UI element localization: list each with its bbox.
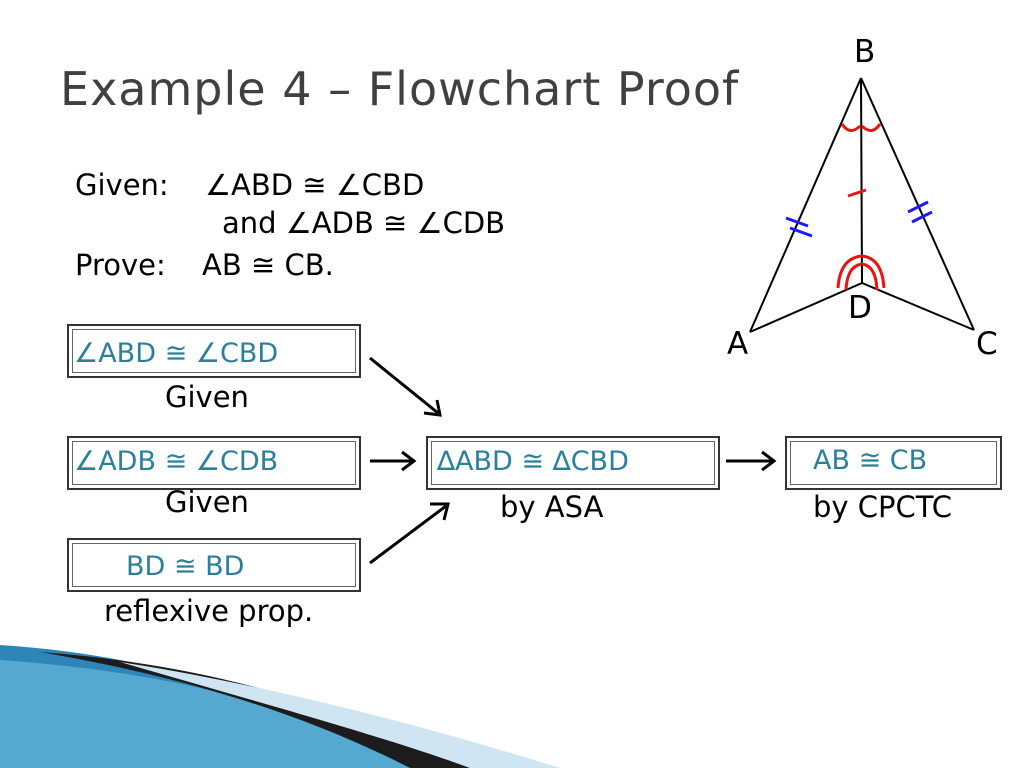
side-tick-marks (785, 200, 933, 238)
side-ab (749, 77, 862, 333)
page-title: Example 4 – Flowchart Proof (60, 62, 740, 116)
angle-marks (836, 123, 886, 291)
proof-reason-5: by CPCTC (813, 490, 953, 524)
proof-statement-2: ∠ADB ≅ ∠CDB (74, 446, 279, 477)
vertex-label-b: B (854, 34, 876, 70)
prove-label: Prove: (75, 248, 166, 282)
segment-bd (860, 77, 863, 284)
proof-reason-3: reflexive prop. (104, 594, 314, 628)
proof-reason-2: Given (165, 485, 249, 519)
decorative-wave (0, 645, 560, 768)
proof-box-segment-bd (67, 538, 361, 592)
proof-reason-4: by ASA (500, 490, 604, 524)
segment-cd (861, 282, 975, 331)
flowchart-arrows (369, 356, 777, 565)
prove-statement: AB ≅ CB. (202, 248, 334, 282)
segment-ad (749, 282, 863, 333)
given-label: Given: (75, 168, 169, 202)
proof-box-triangle-congruence (426, 436, 720, 490)
vertex-label-c: C (976, 326, 998, 362)
proof-box-conclusion (785, 436, 1002, 490)
proof-statement-1: ∠ABD ≅ ∠CBD (74, 338, 279, 369)
given-statement-2: and ∠ADB ≅ ∠CDB (222, 206, 506, 240)
proof-statement-5: AB ≅ CB (813, 445, 928, 476)
proof-box-angle-adb (67, 436, 361, 490)
triangle-figure (749, 77, 975, 333)
proof-reason-1: Given (165, 380, 249, 414)
proof-statement-4: ∆ABD ≅ ∆CBD (437, 446, 629, 477)
proof-box-angle-abd (67, 324, 361, 378)
vertex-label-d: D (848, 290, 872, 326)
proof-statement-3: BD ≅ BD (126, 551, 245, 582)
vertex-label-a: A (727, 326, 749, 362)
given-statement-1: ∠ABD ≅ ∠CBD (205, 168, 425, 202)
side-cb (860, 77, 975, 331)
